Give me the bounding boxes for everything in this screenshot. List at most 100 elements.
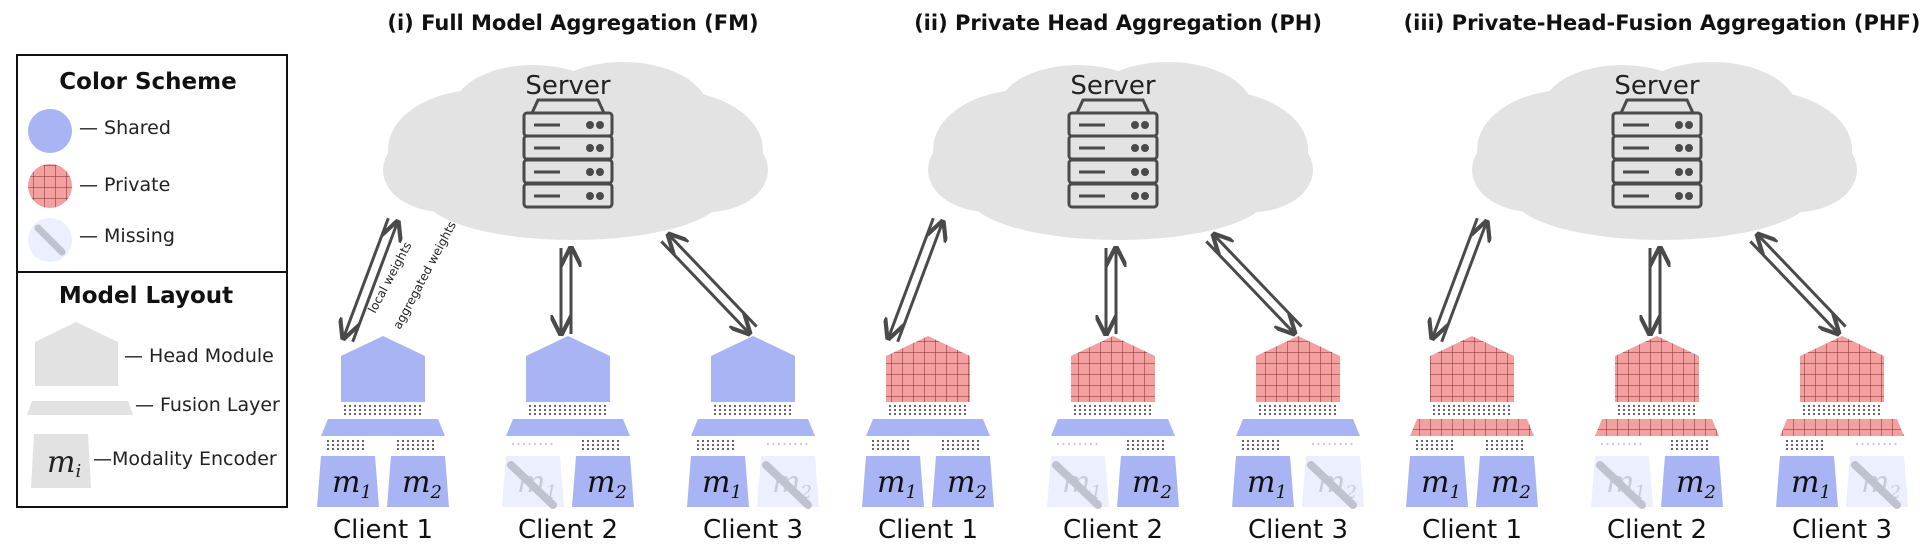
modality-encoder-m1: m1	[862, 439, 924, 507]
client-label: Client 1	[1422, 515, 1522, 545]
fusion-layer	[1780, 419, 1904, 436]
encoder-symbol: m2	[402, 465, 442, 503]
model-layout-title: Model Layout	[59, 283, 233, 309]
client-label: Client 3	[703, 515, 803, 545]
client-label: Client 2	[1063, 515, 1163, 545]
cloud-icon	[928, 62, 1313, 240]
panel-title: (iii) Private-Head-Fusion Aggregation (P…	[1404, 11, 1920, 35]
encoder-shape	[317, 456, 379, 507]
panel-title: (i) Full Model Aggregation (FM)	[387, 11, 758, 35]
arrows	[888, 217, 1303, 343]
panel-1: (i) Full Model Aggregation (FM)Serverloc…	[317, 11, 819, 545]
arrows	[1432, 217, 1847, 343]
fusion-layer-icon	[27, 401, 133, 415]
fusion-layer	[506, 419, 630, 436]
panel-3: (iii) Private-Head-Fusion Aggregation (P…	[1404, 11, 1920, 545]
encoder-symbol: m2	[587, 465, 627, 503]
server-icon	[522, 98, 614, 209]
encoder-shape	[862, 456, 924, 507]
encoder-symbol: m2	[1676, 465, 1716, 503]
missing-slash-icon	[762, 461, 812, 509]
missing-slash-icon	[1052, 461, 1102, 509]
head-module	[1071, 336, 1155, 402]
head-module-label: — Head Module	[124, 345, 274, 367]
modality-encoder-m2: m2	[1476, 439, 1538, 507]
arrow-up	[669, 235, 758, 328]
fusion-layer	[866, 419, 990, 436]
arrow-down	[888, 217, 935, 338]
modality-encoder-m2: m2	[387, 439, 449, 507]
encoder-symbol: mi	[47, 445, 81, 482]
arrows	[343, 218, 758, 343]
missing-slash-icon	[1596, 461, 1646, 509]
encoder-shape	[1117, 456, 1179, 507]
fusion-layer	[1595, 419, 1719, 436]
head-module	[711, 336, 795, 402]
panel-2: (ii) Private Head Aggregation (PH) Server…	[862, 11, 1364, 545]
arrow-up	[351, 222, 398, 343]
head-module	[341, 336, 425, 402]
arrow-up	[1758, 235, 1847, 328]
missing-slash-icon	[507, 461, 557, 509]
modality-encoder-m1: m1	[1047, 442, 1109, 509]
head-module	[1615, 336, 1699, 402]
server-icon	[1611, 98, 1703, 209]
modality-encoder-m2: m2	[932, 439, 994, 507]
fusion-layer	[1410, 419, 1534, 436]
encoder-shape	[1232, 456, 1294, 507]
server-label: Server	[1070, 71, 1156, 101]
modality-encoder-m2: m2	[1302, 442, 1364, 509]
arrow-up	[1440, 222, 1487, 343]
panel-title: (ii) Private Head Aggregation (PH)	[914, 11, 1322, 35]
modality-encoder-m2: m2	[1117, 439, 1179, 507]
arrow-down	[1205, 240, 1294, 333]
legend: Color Scheme — Shared — Private — Missin…	[16, 54, 288, 508]
missing-label: — Missing	[79, 225, 175, 247]
arrow-down	[660, 240, 749, 333]
server-label: Server	[525, 71, 611, 101]
panels: (i) Full Model Aggregation (FM)Serverloc…	[317, 11, 1920, 545]
encoder-shape	[1476, 456, 1538, 507]
client-label: Client 1	[878, 515, 978, 545]
missing-swatch-icon	[28, 218, 72, 262]
head-module-icon	[35, 322, 118, 386]
arrow-up	[1214, 235, 1303, 328]
client-label: Client 1	[333, 515, 433, 545]
head-module	[1800, 336, 1884, 402]
server-icon	[1067, 98, 1159, 209]
modality-encoder-m2: m2	[757, 442, 819, 509]
encoder-shape	[932, 456, 994, 507]
client-label: Client 2	[1607, 515, 1707, 545]
head-module	[1430, 336, 1514, 402]
modality-encoder-m1: m1	[1232, 439, 1294, 507]
encoder-shape	[387, 456, 449, 507]
private-swatch-icon	[28, 164, 72, 208]
client-label: Client 3	[1792, 515, 1892, 545]
encoder-shape	[1406, 456, 1468, 507]
fusion-layer	[321, 419, 445, 436]
head-module	[526, 336, 610, 402]
missing-slash-icon	[1851, 461, 1901, 509]
encoder-shape	[1661, 456, 1723, 507]
modality-encoder-m2: m2	[572, 439, 634, 507]
modality-encoder-m1: m1	[1406, 439, 1468, 507]
modality-encoder-icon	[31, 434, 91, 488]
modality-encoder-m2: m2	[1846, 442, 1908, 509]
encoder-symbol: m1	[1791, 465, 1831, 503]
arrow-down	[1432, 217, 1479, 338]
color-scheme-title: Color Scheme	[59, 69, 236, 95]
client-label: Client 2	[518, 515, 618, 545]
shared-label: — Shared	[79, 117, 171, 139]
modality-encoder-m1: m1	[317, 439, 379, 507]
modality-encoder-m1: m1	[502, 442, 564, 509]
fusion-layer	[691, 419, 815, 436]
client-label: Client 3	[1248, 515, 1348, 545]
arrow-up	[896, 222, 943, 343]
